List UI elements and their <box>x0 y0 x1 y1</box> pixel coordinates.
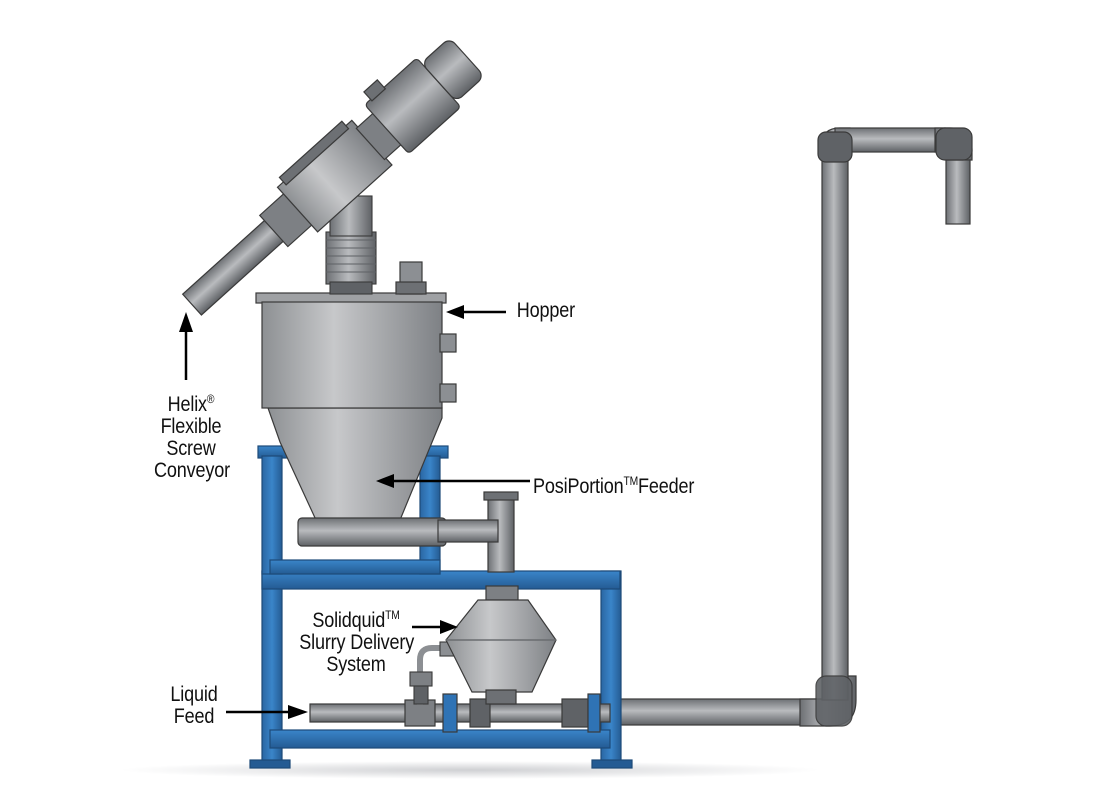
label-slurry-mark: TM <box>385 608 400 622</box>
label-feeder-suffix: Feeder <box>638 475 695 498</box>
label-liquid-line1: Liquid <box>170 683 218 706</box>
label-slurry-line2: Slurry Delivery <box>299 631 415 654</box>
annotation-arrows <box>179 305 530 719</box>
label-feeder-mark: TM <box>623 474 639 488</box>
feeder-body <box>267 407 499 547</box>
label-slurry-line1: Solidquid <box>312 609 386 632</box>
label-conveyor-line1: Helix <box>167 393 207 416</box>
label-feeder-name: PosiPortion <box>533 475 624 498</box>
label-conveyor-line2: Flexible <box>160 415 222 438</box>
label-conveyor: Helix® Flexible Screw Conveyor <box>154 388 230 482</box>
screw-conveyor <box>181 40 482 316</box>
label-slurry: SolidquidTM Slurry Delivery System <box>299 604 415 676</box>
label-liquid-line2: Feed <box>173 705 215 728</box>
discharge-pipe <box>597 127 973 727</box>
label-hopper: Hopper <box>516 299 575 322</box>
slurry-arrow <box>412 620 458 634</box>
lower-frame <box>249 570 633 769</box>
label-conveyor-line4: Conveyor <box>154 459 230 482</box>
conveyor-arrow <box>179 312 193 380</box>
label-conveyor-line3: Screw <box>166 437 216 460</box>
label-conveyor-mark: ® <box>206 392 215 406</box>
bellows-rings <box>326 239 376 273</box>
label-liquid-feed: Liquid Feed <box>163 684 225 728</box>
floor-shadow <box>120 761 820 779</box>
liquid-feed-arrow <box>226 705 308 719</box>
label-slurry-line3: System <box>326 653 386 676</box>
hopper-arrow <box>446 305 506 319</box>
feeder-arrow <box>376 474 530 488</box>
slurry-cone <box>445 491 557 705</box>
liquid-feed-pipe <box>309 693 611 733</box>
label-feeder: PosiPortionTMFeeder <box>533 470 694 498</box>
